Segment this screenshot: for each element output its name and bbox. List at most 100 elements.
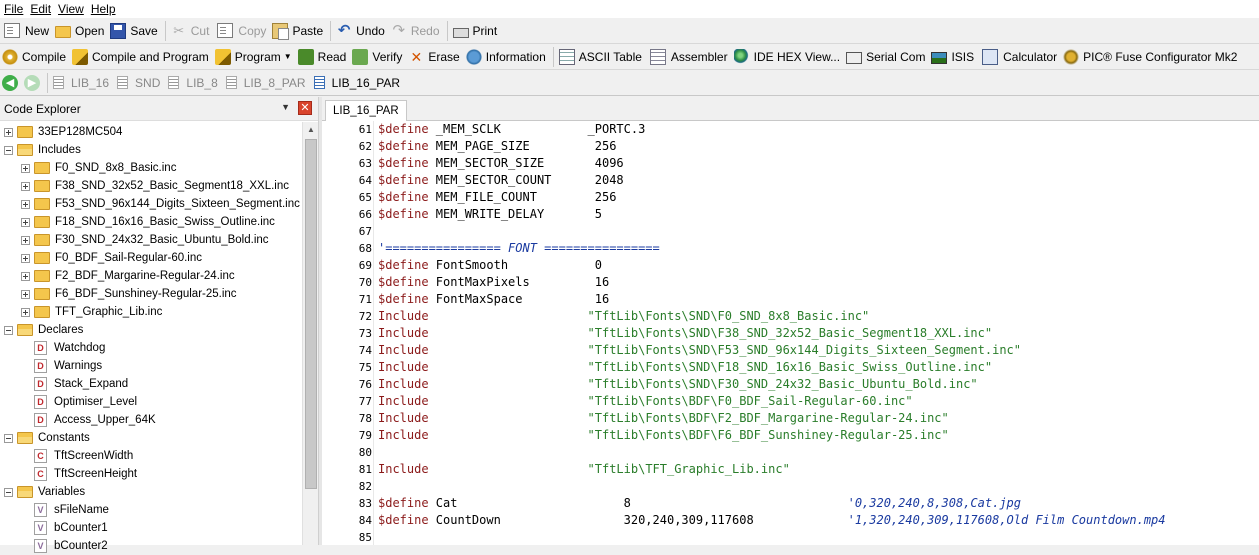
code-line[interactable]: 69$define FontSmooth 0 bbox=[322, 257, 1259, 274]
code-line[interactable]: 84$define CountDown 320,240,309,117608 '… bbox=[322, 512, 1259, 529]
menu-edit[interactable]: Edit bbox=[28, 2, 56, 16]
save-button[interactable]: Save bbox=[108, 20, 161, 42]
redo-button[interactable]: ↷Redo bbox=[389, 20, 444, 42]
assembler-button[interactable]: Assembler bbox=[646, 46, 732, 68]
tree-item-f0-bdf-sail-regular-60-inc[interactable]: F0_BDF_Sail-Regular-60.inc bbox=[21, 249, 202, 267]
read-button[interactable]: Read bbox=[296, 46, 351, 68]
isis-button[interactable]: ISIS bbox=[929, 46, 978, 68]
code-line[interactable]: 71$define FontMaxSpace 16 bbox=[322, 291, 1259, 308]
expand-icon[interactable] bbox=[21, 199, 30, 209]
code-line[interactable]: 83$define Cat 8 '0,320,240,8,308,Cat.jpg bbox=[322, 495, 1259, 512]
expand-icon[interactable] bbox=[21, 289, 30, 299]
panel-splitter[interactable] bbox=[318, 97, 322, 545]
ide-hex-view-button[interactable]: IDE HEX View... bbox=[732, 46, 844, 68]
compile-button[interactable]: Compile bbox=[0, 46, 70, 68]
new-button[interactable]: New bbox=[0, 20, 53, 42]
tree-item-f6-bdf-sunshiney-regular-25-inc[interactable]: F6_BDF_Sunshiney-Regular-25.inc bbox=[21, 285, 237, 303]
tree-item-f18-snd-16x16-basic-swiss-outline-inc[interactable]: F18_SND_16x16_Basic_Swiss_Outline.inc bbox=[21, 213, 275, 231]
verify-button[interactable]: Verify bbox=[350, 46, 406, 68]
nav-tab-lib-8-par[interactable]: LIB_8_PAR bbox=[224, 72, 312, 94]
nav-tab-lib-8[interactable]: LIB_8 bbox=[166, 72, 223, 94]
tree-item-includes[interactable]: Includes bbox=[4, 141, 81, 159]
information-button[interactable]: Information bbox=[464, 46, 550, 68]
ascii-table-button[interactable]: ASCII Table bbox=[557, 46, 646, 68]
code-line[interactable]: 63$define MEM_SECTOR_SIZE 4096 bbox=[322, 155, 1259, 172]
code-line[interactable]: 61$define _MEM_SCLK _PORTC.3 bbox=[322, 121, 1259, 138]
code-line[interactable]: 67 bbox=[322, 223, 1259, 240]
menu-help[interactable]: Help bbox=[89, 2, 121, 16]
expand-icon[interactable] bbox=[21, 271, 30, 281]
collapse-icon[interactable] bbox=[4, 433, 13, 443]
expand-icon[interactable] bbox=[21, 307, 30, 317]
tree-item-tft-graphic-lib-inc[interactable]: TFT_Graphic_Lib.inc bbox=[21, 303, 162, 321]
cut-button[interactable]: ✂Cut bbox=[169, 20, 214, 42]
paste-button[interactable]: Paste bbox=[270, 20, 327, 42]
code-line[interactable]: 65$define MEM_FILE_COUNT 256 bbox=[322, 189, 1259, 206]
nav-tab-lib-16[interactable]: LIB_16 bbox=[51, 72, 115, 94]
calculator-button[interactable]: Calculator bbox=[978, 46, 1061, 68]
code-line[interactable]: 80 bbox=[322, 444, 1259, 461]
forward-button[interactable]: ▶ bbox=[22, 72, 44, 94]
scrollbar-thumb[interactable] bbox=[305, 139, 317, 489]
collapse-icon[interactable] bbox=[4, 487, 13, 497]
code-line[interactable]: 68'================ FONT ===============… bbox=[322, 240, 1259, 257]
code-line[interactable]: 82 bbox=[322, 478, 1259, 495]
expand-icon[interactable] bbox=[21, 181, 30, 191]
code-line[interactable]: 85 bbox=[322, 529, 1259, 546]
tree-item-constants[interactable]: Constants bbox=[4, 429, 90, 447]
editor-tab-lib-16-par[interactable]: LIB_16_PAR bbox=[325, 100, 407, 121]
expand-icon[interactable] bbox=[21, 253, 30, 263]
expand-icon[interactable] bbox=[4, 127, 13, 137]
expand-icon[interactable] bbox=[21, 235, 30, 245]
scroll-up-arrow-icon[interactable]: ▲ bbox=[307, 125, 315, 134]
open-button[interactable]: Open bbox=[53, 20, 108, 42]
tree-item-f38-snd-32x52-basic-segment18-xxl-inc[interactable]: F38_SND_32x52_Basic_Segment18_XXL.inc bbox=[21, 177, 289, 195]
menu-file[interactable]: File bbox=[2, 2, 28, 16]
dropdown-arrow-icon[interactable]: ▼ bbox=[283, 52, 292, 61]
tree-item-f0-snd-8x8-basic-inc[interactable]: F0_SND_8x8_Basic.inc bbox=[21, 159, 176, 177]
explorer-scrollbar[interactable]: ▲ bbox=[302, 122, 318, 545]
expand-icon[interactable] bbox=[21, 217, 30, 227]
tree-item-33ep128mc504[interactable]: 33EP128MC504 bbox=[4, 123, 122, 141]
undo-button[interactable]: ↶Undo bbox=[334, 20, 389, 42]
pic-fuse-configurator-mk2-button[interactable]: PIC® Fuse Configurator Mk2 bbox=[1061, 46, 1241, 68]
menu-view[interactable]: View bbox=[56, 2, 89, 16]
nav-tab-lib-16-par[interactable]: LIB_16_PAR bbox=[312, 72, 407, 94]
panel-menu-icon[interactable]: ▼ bbox=[281, 102, 290, 112]
collapse-icon[interactable] bbox=[4, 145, 13, 155]
tree-item-f30-snd-24x32-basic-ubuntu-bold-inc[interactable]: F30_SND_24x32_Basic_Ubuntu_Bold.inc bbox=[21, 231, 269, 249]
print-button[interactable]: Print bbox=[451, 20, 502, 42]
copy-button[interactable]: Copy bbox=[213, 20, 270, 42]
tree-item-f53-snd-96x144-digits-sixteen-segment-inc[interactable]: F53_SND_96x144_Digits_Sixteen_Segment.in… bbox=[21, 195, 300, 213]
compile-and-program-button[interactable]: Compile and Program bbox=[70, 46, 213, 68]
nav-tab-snd[interactable]: SND bbox=[115, 72, 166, 94]
code-line[interactable]: 64$define MEM_SECTOR_COUNT 2048 bbox=[322, 172, 1259, 189]
code-line[interactable]: 66$define MEM_WRITE_DELAY 5 bbox=[322, 206, 1259, 223]
collapse-icon[interactable] bbox=[4, 325, 13, 335]
tree-item-declares[interactable]: Declares bbox=[4, 321, 83, 339]
tree-item-f2-bdf-margarine-regular-24-inc[interactable]: F2_BDF_Margarine-Regular-24.inc bbox=[21, 267, 235, 285]
back-button[interactable]: ◀ bbox=[0, 72, 22, 94]
program-button[interactable]: Program▼ bbox=[213, 46, 296, 68]
close-panel-button[interactable]: ✕ bbox=[298, 101, 312, 115]
code-line[interactable]: 70$define FontMaxPixels 16 bbox=[322, 274, 1259, 291]
